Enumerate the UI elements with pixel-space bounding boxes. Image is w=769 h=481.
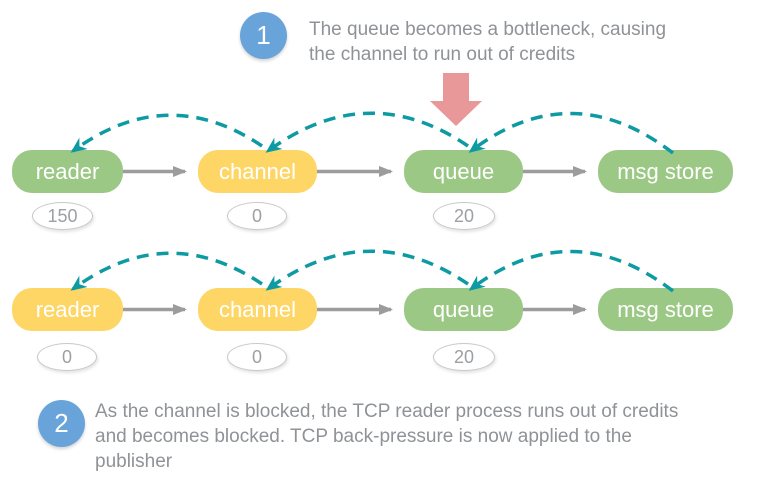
step-1-note-line: the channel to run out of credits [309, 44, 576, 65]
step-1-number: 1 [256, 20, 271, 50]
node-label: queue [432, 158, 495, 184]
credits-channel-row2: 0 [227, 343, 287, 371]
credit-arc-channel-reader-row2 [70, 251, 263, 291]
node-msg-store-row1: msg store [598, 150, 733, 193]
node-channel-row1: channel [198, 150, 317, 193]
bottleneck-arrow-icon [430, 73, 482, 126]
node-label: channel [218, 296, 297, 322]
step-1-note: The queue becomes a bottleneck, causing … [309, 17, 666, 67]
node-channel-row2: channel [198, 288, 317, 331]
credit-arc-queue-channel-row1 [265, 111, 469, 153]
credit-arc-queue-channel-row2 [265, 249, 469, 291]
step-1-badge: 1 [240, 12, 287, 59]
node-label: channel [218, 158, 297, 184]
credits-queue-row1: 20 [433, 202, 495, 230]
credits-channel-row1: 0 [227, 202, 287, 230]
credits-reader-row1: 150 [32, 202, 93, 230]
node-label: queue [432, 296, 495, 322]
step-2-note-line: and becomes blocked. TCP back-pressure i… [95, 426, 632, 447]
node-label: reader [35, 158, 100, 184]
credit-arc-msgstore-queue-row1 [468, 111, 675, 155]
credits-reader-row2: 0 [37, 343, 97, 371]
credit-arc-msgstore-queue-row2 [468, 249, 675, 293]
credit-arc-channel-reader-row1 [70, 113, 263, 153]
step-2-note: As the channel is blocked, the TCP reade… [95, 399, 678, 474]
node-label: reader [35, 296, 100, 322]
step-2-number: 2 [54, 408, 69, 438]
step-1-note-line: The queue becomes a bottleneck, causing [309, 19, 667, 40]
node-label: msg store [617, 296, 714, 322]
step-2-badge: 2 [38, 400, 85, 447]
step-2-note-line: publisher [95, 451, 173, 472]
node-reader-row1: reader [12, 150, 123, 193]
step-2-note-line: As the channel is blocked, the TCP reade… [95, 401, 679, 422]
node-msg-store-row2: msg store [598, 288, 733, 331]
credits-queue-row2: 20 [433, 343, 495, 371]
node-label: msg store [617, 158, 714, 184]
node-queue-row2: queue [404, 288, 523, 331]
node-reader-row2: reader [12, 288, 123, 331]
node-queue-row1: queue [404, 150, 523, 193]
